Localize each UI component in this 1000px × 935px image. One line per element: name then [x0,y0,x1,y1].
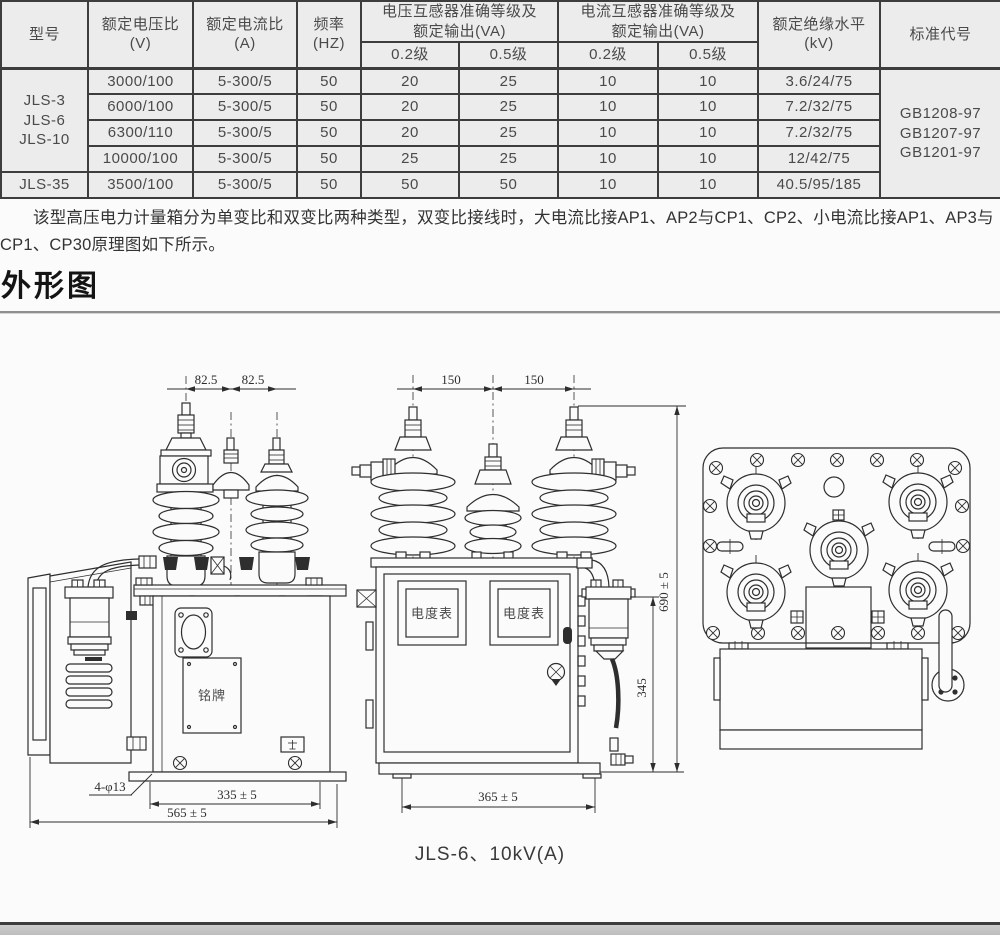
handle-bar [938,609,953,693]
dimension-label: 690 ± 5 [656,572,671,612]
cell-standard-codes: GB1208-97 GB1207-97 GB1201-97 [879,67,1000,199]
cell-model-jls35: JLS-35 [0,171,89,199]
dimension-label: 150 [524,372,544,387]
side-view-drawing: 82.5 82.5 [27,372,347,828]
table-row: 6000/100 5-300/5 50 20 25 10 10 7.2/32/7… [1,93,1000,121]
col-header-ct-accuracy: 电流互感器准确等级及 额定输出(VA) [557,0,760,43]
subheader-ct-class02: 0.2级 [557,41,660,69]
col-header-current-ratio: 额定电流比 (A) [192,0,298,69]
door-handle [546,662,566,686]
col-header-standard: 标准代号 [879,0,1000,69]
col-header-pt-accuracy: 电压互感器准确等级及 额定输出(VA) [359,0,560,43]
page-bottom-edge [0,922,1000,925]
dimension-label: 365 ± 5 [478,789,518,804]
col-header-insulation: 额定绝缘水平 (kV) [757,0,882,69]
table-row: 6300/110 5-300/5 50 20 25 10 10 7.2/32/7… [1,119,1000,147]
col-header-frequency: 频率 (HZ) [296,0,362,69]
lifting-hole [823,476,845,498]
section-divider [0,311,1000,313]
figure-caption: JLS-6、10kV(A) [415,844,565,865]
nameplate-label: 铭牌 [198,688,226,703]
description-paragraph: 该型高压电力计量箱分为单变比和双变比两种类型，双变比接线时，大电流比接AP1、A… [0,209,994,254]
front-view-drawing: 150 150 [351,372,686,813]
table-row: 10000/100 5-300/5 50 25 25 10 10 12/42/7… [1,145,1000,173]
dimension-label: 345 [634,678,649,698]
spec-table: 型号 额定电压比 (V) 额定电流比 (A) 频率 (HZ) 电压互感器准确等级… [0,0,1000,199]
col-header-voltage-ratio: 额定电压比 (V) [87,0,194,69]
table-row: JLS-35 3500/100 5-300/5 50 50 50 10 10 4… [0,171,1000,199]
cell-model-group: JLS-3 JLS-6 JLS-10 [0,67,89,173]
col-header-model: 型号 [0,0,89,69]
dimension-label: 150 [441,372,461,387]
dimension-label: 335 ± 5 [217,787,257,802]
table-row: JLS-3 JLS-6 JLS-10 3000/100 5-300/5 50 2… [0,67,1000,199]
top-view-drawing [702,447,971,750]
dimension-label: 82.5 [242,372,265,387]
subheader-pt-class02: 0.2级 [360,41,460,69]
meter-window-label: 电度表 [503,606,545,621]
subheader-ct-class05: 0.5级 [657,41,760,69]
subheader-pt-class05: 0.5级 [457,41,560,69]
dimension-label: 4-φ13 [94,779,125,794]
dimension-label: 82.5 [195,372,218,387]
dimension-label: 565 ± 5 [167,805,207,820]
outline-drawing-heading: 外形图 [1,270,100,303]
meter-window-label: 电度表 [411,606,453,621]
door-lock [563,627,572,644]
outline-drawings-figure: 82.5 82.5 [27,372,971,865]
